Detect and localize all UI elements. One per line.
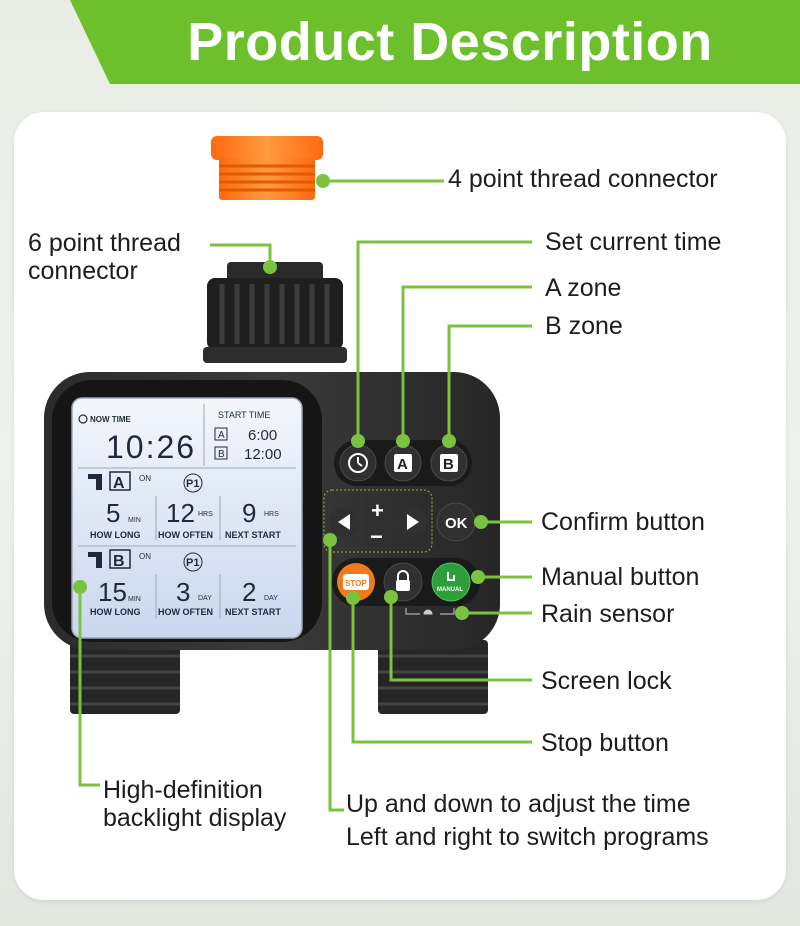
left-arrow-button[interactable] — [329, 507, 359, 537]
svg-text:HOW OFTEN: HOW OFTEN — [158, 530, 213, 540]
lcd-zone-b-state: ON — [139, 552, 151, 561]
clock-small-icon — [78, 414, 88, 424]
callout-set-time: Set current time — [545, 228, 722, 256]
svg-text:HRS: HRS — [198, 511, 213, 518]
rain-sensor — [405, 608, 455, 615]
svg-text:+[interactable]: + — [371, 498, 384, 523]
clock-icon[interactable] — [348, 453, 368, 473]
plus-minus-button[interactable]: + − — [362, 494, 396, 550]
svg-text:HRS: HRS — [264, 511, 279, 518]
lcd-a-how-long: 5 — [106, 498, 120, 528]
callout-confirm: Confirm button — [541, 508, 705, 536]
callout-switch-programs: Left and right to switch programs — [346, 823, 709, 851]
zone-b-button[interactable]: B — [430, 444, 468, 482]
svg-text:A: A — [218, 430, 225, 441]
callout-adjust-time: Up and down to adjust the time — [346, 790, 691, 818]
start-time-b: 12:00 — [244, 446, 282, 463]
left-arrow-icon[interactable] — [338, 514, 350, 530]
zone-a-button[interactable]: A — [384, 444, 422, 482]
manual-button[interactable]: MANUAL — [431, 562, 471, 602]
svg-text:A[interactable]: A — [397, 456, 408, 473]
svg-text:MIN: MIN — [128, 596, 141, 603]
svg-text:DAY: DAY — [198, 595, 212, 602]
callout-b-zone: B zone — [545, 312, 623, 340]
lcd-zone-a-state: ON — [139, 474, 151, 483]
lcd-a-how-often: 12 — [166, 498, 195, 528]
svg-text:HOW LONG: HOW LONG — [90, 530, 141, 540]
faucet-icon — [88, 474, 102, 568]
lcd-zone-a: A — [113, 475, 125, 492]
clock-button[interactable] — [339, 444, 377, 482]
callout-manual: Manual button — [541, 563, 700, 591]
lock-icon[interactable] — [396, 580, 410, 591]
svg-text:MANUAL[interactable]: MANUAL — [437, 587, 463, 593]
ok-button[interactable]: OK — [436, 502, 476, 542]
svg-text:B[interactable]: B — [443, 456, 454, 473]
lcd-a-next-start: 9 — [242, 498, 256, 528]
svg-text:B: B — [218, 449, 225, 460]
hand-icon[interactable] — [447, 572, 455, 581]
now-time-value: 10:26 — [106, 429, 196, 465]
rain-icon — [423, 609, 433, 615]
svg-text:STOP[interactable]: STOP — [345, 579, 367, 588]
callout-stop: Stop button — [541, 729, 669, 757]
bottom-outlets — [70, 640, 488, 714]
callout-hd-display: High-definition backlight display — [103, 776, 287, 832]
svg-text:NEXT START: NEXT START — [225, 530, 281, 540]
callout-screen-lock: Screen lock — [541, 667, 672, 695]
callout-6-point-thread: 6 point thread connector — [28, 229, 181, 285]
svg-text:−[interactable]: − — [370, 524, 383, 549]
svg-text:DAY: DAY — [264, 595, 278, 602]
lcd-zone-b-program: P1 — [186, 557, 199, 569]
page-title: Product Description — [187, 12, 713, 72]
svg-text:HOW LONG: HOW LONG — [90, 607, 141, 617]
orange-thread-connector — [211, 136, 323, 200]
svg-text:HOW OFTEN: HOW OFTEN — [158, 607, 213, 617]
top-nut — [203, 262, 347, 363]
lcd-b-how-often: 3 — [176, 577, 190, 607]
callout-rain-sensor: Rain sensor — [541, 600, 675, 628]
svg-text:OK[interactable]: OK — [445, 515, 468, 532]
svg-text:MIN: MIN — [128, 517, 141, 524]
lcd-zone-a-program: P1 — [186, 478, 199, 490]
start-time-a: 6:00 — [248, 427, 277, 444]
callout-a-zone: A zone — [545, 274, 622, 302]
now-time-label: NOW TIME — [90, 415, 132, 424]
svg-text:NEXT START: NEXT START — [225, 607, 281, 617]
callout-4-point-thread: 4 point thread connector — [448, 165, 718, 193]
start-time-label: START TIME — [218, 410, 270, 420]
lcd-zone-b: B — [113, 553, 125, 570]
right-arrow-button[interactable] — [398, 507, 428, 537]
stop-button[interactable]: STOP — [337, 563, 375, 601]
lcd-b-how-long: 15 — [98, 577, 127, 607]
right-arrow-icon[interactable] — [407, 514, 419, 530]
lcd-b-next-start: 2 — [242, 577, 256, 607]
header-banner — [70, 0, 800, 84]
